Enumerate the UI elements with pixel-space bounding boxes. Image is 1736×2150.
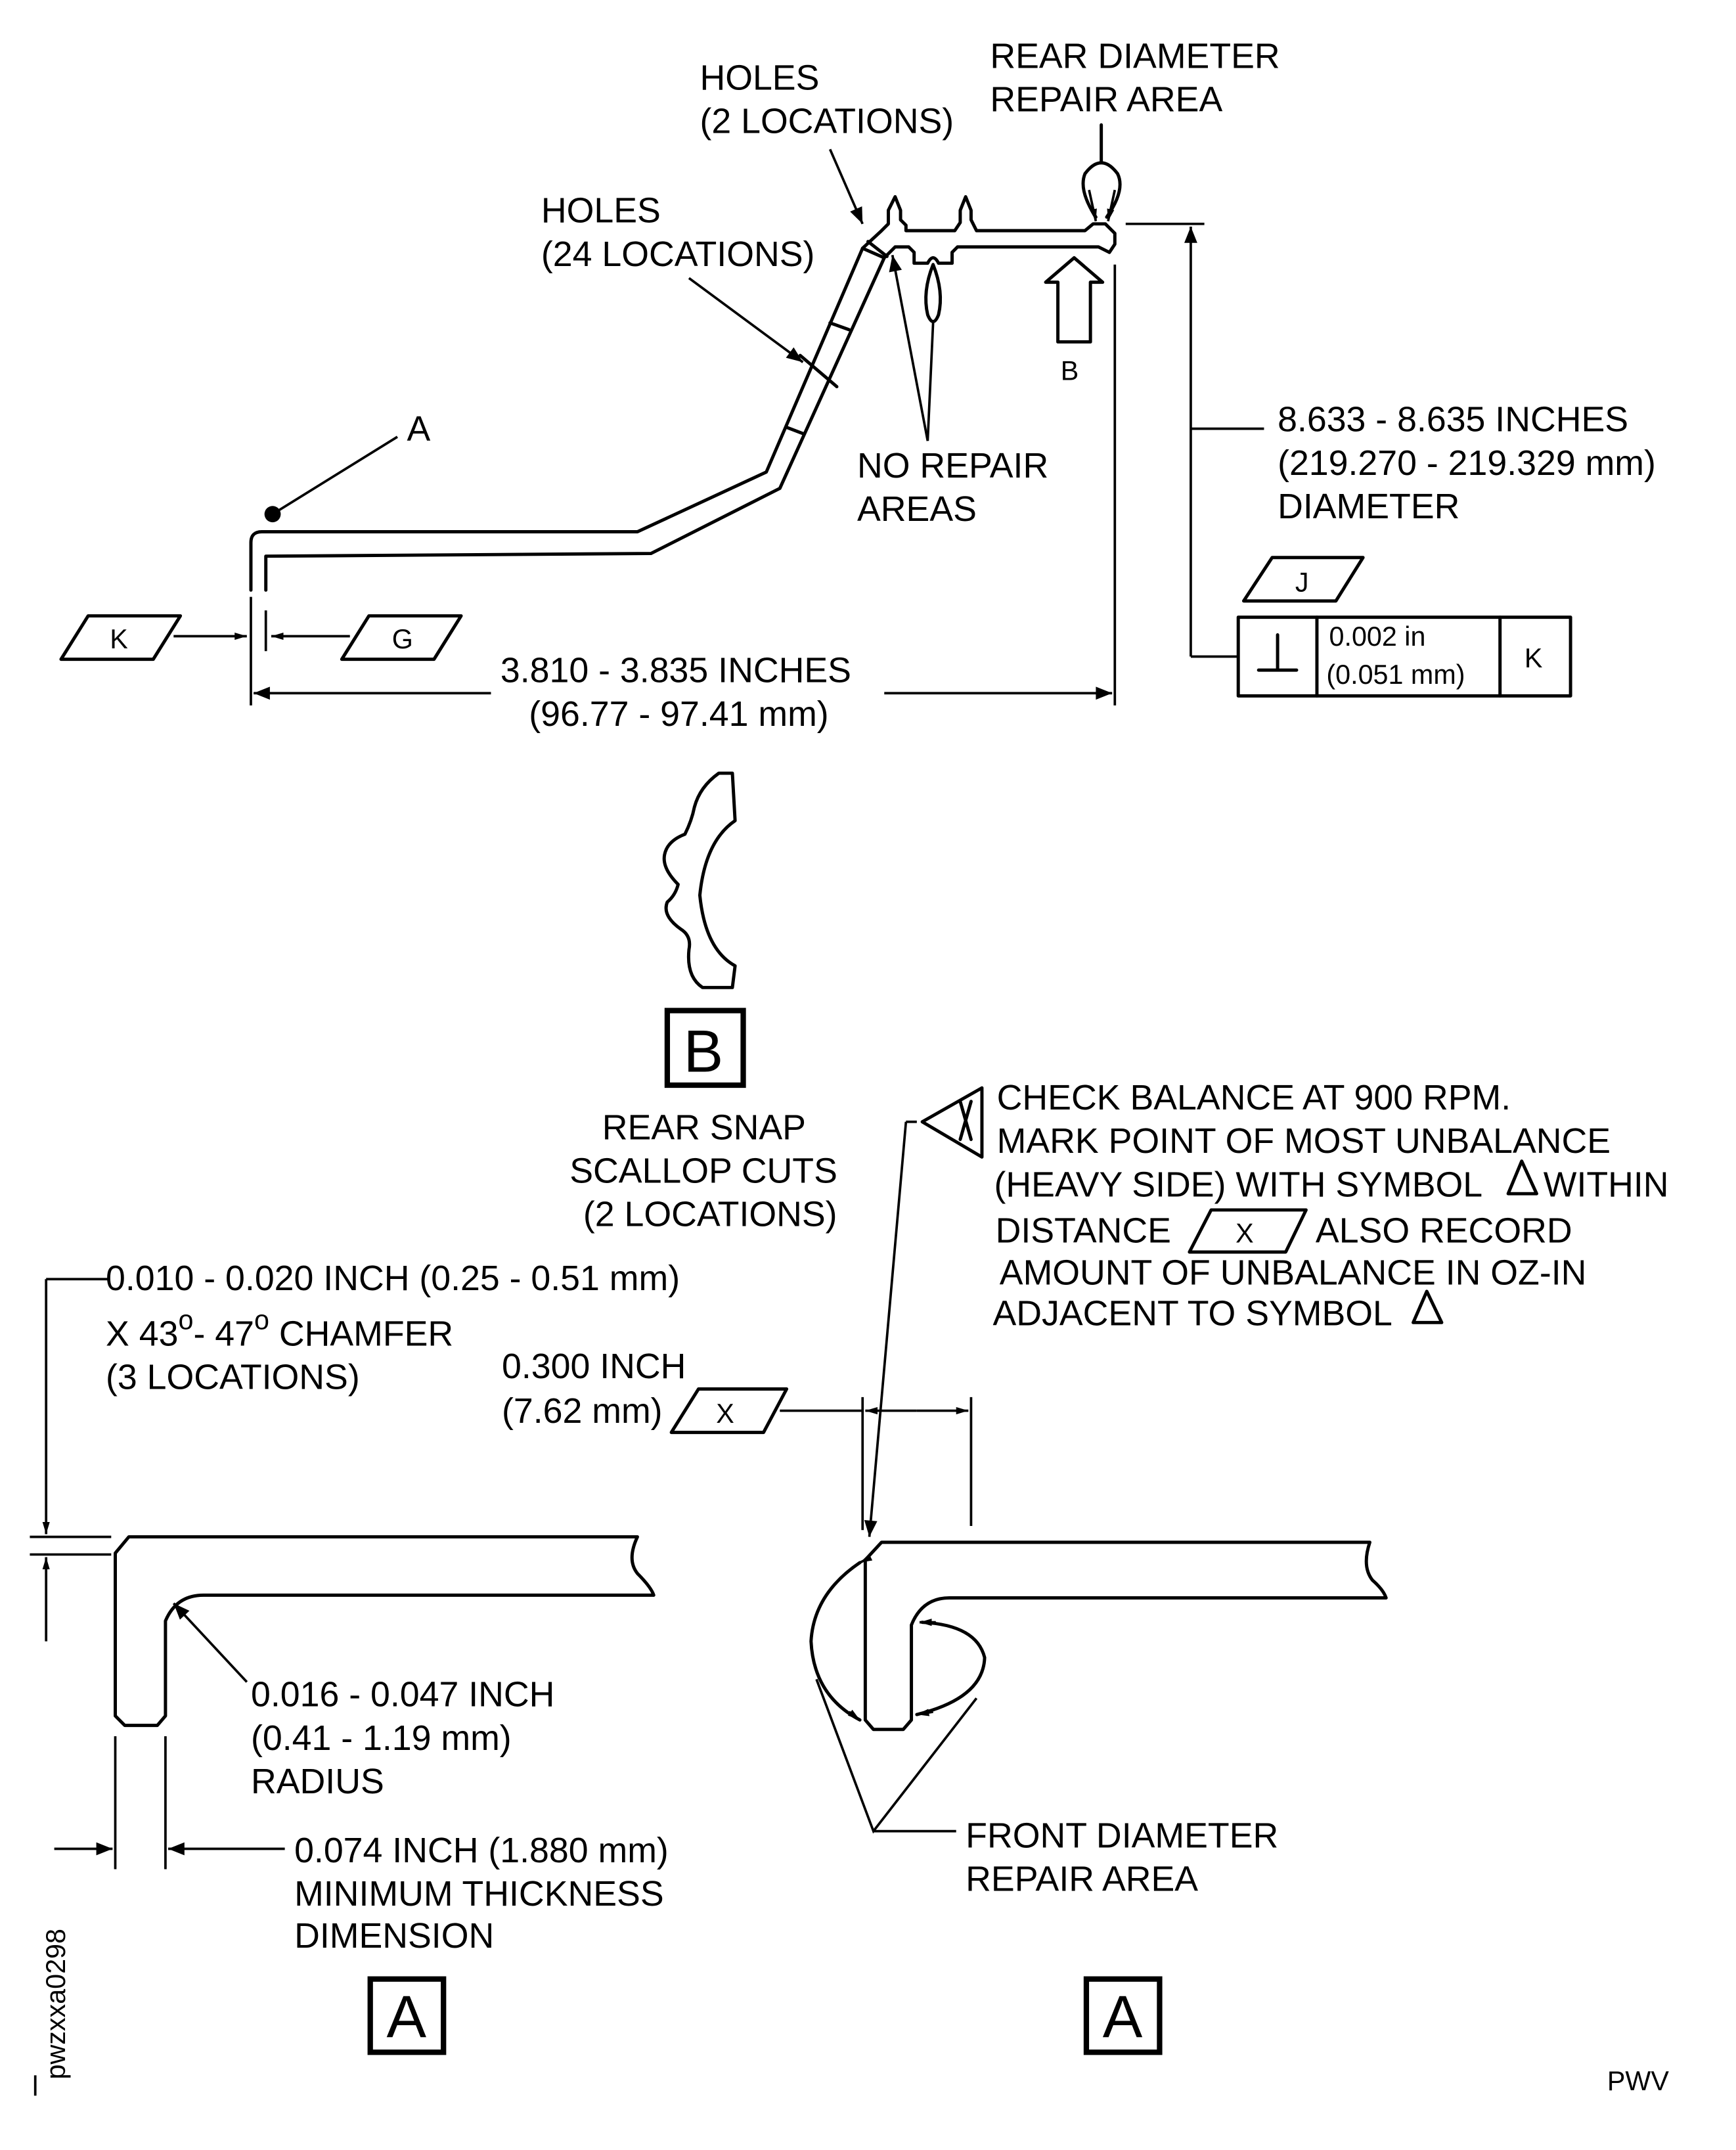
distance-mm: (7.62 mm) <box>502 1391 663 1431</box>
holes-24-count: (24 LOCATIONS) <box>541 235 815 274</box>
datum-j-label: J <box>1295 567 1309 597</box>
front-repair-loop-left <box>809 1561 862 1722</box>
hole-mark <box>785 426 806 436</box>
radius-inches: 0.016 - 0.047 INCH <box>251 1675 554 1714</box>
distance-inches: 0.300 INCH <box>502 1347 686 1386</box>
svg-text:WITHIN: WITHIN <box>1544 1165 1669 1204</box>
holes-2-leader <box>828 148 864 225</box>
front-repair-loop-right <box>915 1621 987 1716</box>
holes-2-label: HOLES <box>700 58 819 97</box>
svg-text:CHECK BALANCE AT 900 RPM.: CHECK BALANCE AT 900 RPM. <box>997 1078 1511 1117</box>
feature-control-frame: 0.002 in (0.051 mm) K <box>1236 616 1572 698</box>
datum-g-box <box>340 614 463 661</box>
no-repair-leader <box>889 254 929 441</box>
svg-text:AMOUNT OF UNBALANCE IN OZ-IN: AMOUNT OF UNBALANCE IN OZ-IN <box>1000 1253 1587 1293</box>
view-b-arrow <box>1044 256 1105 344</box>
hole-mark-2 <box>866 240 889 258</box>
view-b-arrow-label: B <box>1061 355 1079 386</box>
triangle-symbol-icon <box>1412 1289 1444 1324</box>
scallop-shape <box>662 771 737 989</box>
front-repair-leader <box>815 1678 978 1834</box>
svg-text:(HEAVY SIDE) WITH SYMBOL: (HEAVY SIDE) WITH SYMBOL <box>994 1165 1483 1204</box>
svg-text:X: X <box>1235 1219 1254 1249</box>
radius-label: RADIUS <box>251 1762 384 1801</box>
view-b-scallop: B REAR SNAP SCALLOP CUTS (2 LOCATIONS) <box>569 771 837 1234</box>
perpendicularity-icon <box>1257 633 1299 672</box>
view-a-left-label: A <box>386 1984 426 2051</box>
no-repair-label-2: AREAS <box>857 489 977 529</box>
front-repair-label-2: REPAIR AREA <box>966 1860 1198 1899</box>
view-b-caption-3: (2 LOCATIONS) <box>583 1195 837 1234</box>
footer-code: PWV <box>1607 2066 1669 2096</box>
holes-24-leader <box>688 277 804 363</box>
triangle-symbol-icon <box>1506 1159 1538 1196</box>
view-b-caption-1: REAR SNAP <box>602 1108 806 1148</box>
figure-id: pwzxxa0298 <box>41 1929 71 2080</box>
chamfer-count: (3 LOCATIONS) <box>106 1358 360 1397</box>
rear-repair-label-2: REPAIR AREA <box>990 79 1222 119</box>
datum-x-inline-box <box>1188 1208 1308 1254</box>
diameter-label: DIAMETER <box>1278 487 1459 526</box>
thickness-label-2: DIMENSION <box>294 1916 494 1956</box>
datum-x-label: X <box>716 1399 734 1429</box>
view-a-right: 0.300 INCH (7.62 mm) X CHECK BALANCE AT … <box>502 1078 1669 2055</box>
fcf-tolerance-in: 0.002 in <box>1329 621 1426 652</box>
fcf-datum: K <box>1525 643 1543 673</box>
chamfer-angle: X 43o- 47o CHAMFER <box>106 1305 453 1354</box>
balance-note: CHECK BALANCE AT 900 RPM. MARK POINT OF … <box>992 1078 1668 1333</box>
radius-leader <box>172 1602 248 1683</box>
datum-k-box <box>59 614 183 661</box>
rear-repair-label: REAR DIAMETER <box>990 36 1280 76</box>
view-a-right-label: A <box>1103 1984 1143 2051</box>
no-repair-label: NO REPAIR <box>857 446 1048 485</box>
point-a-label: A <box>407 409 430 449</box>
chamfer-dimension: 0.010 - 0.020 INCH (0.25 - 0.51 mm) <box>106 1259 680 1298</box>
view-a-left: 0.010 - 0.020 INCH (0.25 - 0.51 mm) X 43… <box>30 1259 680 2055</box>
section-a-left-outline <box>114 1535 656 1728</box>
diameter-mm: (219.270 - 219.329 mm) <box>1278 443 1656 483</box>
balance-flag-icon <box>920 1086 984 1159</box>
datum-k-label: K <box>110 624 128 654</box>
radius-mm: (0.41 - 1.19 mm) <box>251 1718 512 1758</box>
view-a-left-label-box <box>367 1976 447 2055</box>
rear-repair-loop <box>1081 123 1122 219</box>
length-inches: 3.810 - 3.835 INCHES <box>501 651 851 690</box>
hole-section-line <box>798 353 839 389</box>
point-a-leader <box>272 436 398 516</box>
view-b-label-box <box>664 1008 746 1088</box>
svg-text:MARK POINT OF MOST UNBALANCE: MARK POINT OF MOST UNBALANCE <box>997 1121 1611 1161</box>
svg-text:ADJACENT TO SYMBOL: ADJACENT TO SYMBOL <box>992 1293 1392 1333</box>
no-repair-loop <box>924 263 943 323</box>
svg-text:ALSO RECORD: ALSO RECORD <box>1316 1211 1572 1251</box>
length-mm: (96.77 - 97.41 mm) <box>529 694 828 734</box>
diameter-inches: 8.633 - 8.635 INCHES <box>1278 400 1628 439</box>
holes-24-label: HOLES <box>541 191 661 231</box>
view-b-label: B <box>684 1018 724 1085</box>
view-b-caption-2: SCALLOP CUTS <box>569 1152 837 1191</box>
datum-x-box <box>669 1387 789 1435</box>
thickness-dimension: 0.074 INCH (1.880 mm) <box>294 1831 669 1870</box>
thickness-label: MINIMUM THICKNESS <box>294 1874 664 1914</box>
datum-j-box <box>1241 556 1365 603</box>
svg-text:DISTANCE: DISTANCE <box>996 1211 1171 1251</box>
front-repair-label: FRONT DIAMETER <box>966 1816 1278 1855</box>
section-a-right-outline <box>863 1540 1388 1732</box>
balance-leader <box>864 1121 908 1537</box>
fcf-tolerance-mm: (0.051 mm) <box>1326 660 1465 690</box>
part-outline-inner <box>264 245 1111 592</box>
chamfer-line <box>860 246 886 259</box>
part-outline-outer <box>249 195 1117 592</box>
hole-mark <box>828 321 851 332</box>
datum-g-label: G <box>392 624 413 654</box>
view-a-right-label-box <box>1083 1976 1163 2055</box>
top-section-view: HOLES (2 LOCATIONS) REAR DIAMETER REPAIR… <box>59 36 1656 734</box>
holes-2-count: (2 LOCATIONS) <box>700 101 954 141</box>
